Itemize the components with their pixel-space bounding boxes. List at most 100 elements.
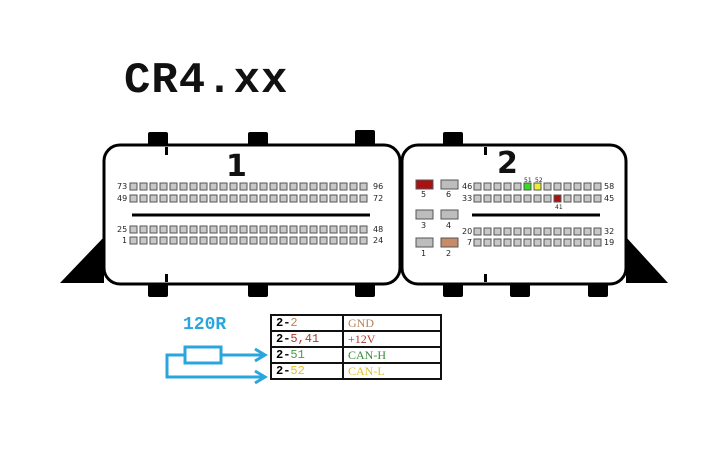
connector-2-pin bbox=[503, 227, 512, 236]
connector-1-pin bbox=[319, 194, 328, 203]
pin-cell: 2-52 bbox=[270, 362, 344, 380]
c2-row4-right: 19 bbox=[604, 238, 614, 247]
connector-1-pin bbox=[279, 182, 288, 191]
connector-1-pin bbox=[329, 225, 338, 234]
connector-1-pin bbox=[339, 194, 348, 203]
connector-2-pin bbox=[563, 182, 572, 191]
connector-1-pin bbox=[169, 225, 178, 234]
connector-2-pin bbox=[543, 194, 552, 203]
connector-2-pin bbox=[553, 227, 562, 236]
connector-1-pin bbox=[229, 182, 238, 191]
connector-2-pin bbox=[543, 238, 552, 247]
c1-row3-right: 48 bbox=[373, 225, 383, 234]
connector-1-pin bbox=[189, 182, 198, 191]
c2-row3-right: 32 bbox=[604, 227, 614, 236]
large-pin-4-label: 4 bbox=[446, 221, 451, 230]
connector-2-pin bbox=[583, 227, 592, 236]
large-pin-4 bbox=[440, 209, 459, 220]
connector-1-pin bbox=[309, 236, 318, 245]
connector-2-pin bbox=[493, 194, 502, 203]
connector-1-pin bbox=[269, 182, 278, 191]
connector-1-pin bbox=[249, 236, 258, 245]
connector-2-pin bbox=[483, 227, 492, 236]
pin-prefix: 2- bbox=[276, 364, 291, 378]
connector-1-pin bbox=[299, 225, 308, 234]
connector-1-pin bbox=[309, 194, 318, 203]
connector-2-pin bbox=[513, 194, 522, 203]
connector-2-pin bbox=[513, 182, 522, 191]
connector-1-pin bbox=[189, 236, 198, 245]
pin-51-label: 51 bbox=[524, 177, 532, 184]
c2-row2-left: 33 bbox=[462, 194, 472, 203]
connector-2-pin bbox=[473, 194, 482, 203]
signal-cell: GND bbox=[342, 314, 442, 332]
large-pin-2 bbox=[440, 237, 459, 248]
connector-1-pin bbox=[169, 194, 178, 203]
c1-row2-left: 49 bbox=[117, 194, 127, 203]
page-title: CR4.xx bbox=[124, 56, 289, 106]
connector-2-pin bbox=[523, 194, 532, 203]
connector-2-pin bbox=[513, 238, 522, 247]
pin-number: 51 bbox=[290, 348, 305, 362]
connector-1-pin bbox=[279, 225, 288, 234]
connector-1-pin bbox=[339, 182, 348, 191]
connector-2-pin bbox=[563, 238, 572, 247]
pin-cell: 2-5,41 bbox=[270, 330, 344, 348]
resistor-label: 120R bbox=[183, 315, 227, 335]
connector-2-pin bbox=[593, 238, 602, 247]
connector-2-pin bbox=[533, 227, 542, 236]
connector-1-pin bbox=[139, 194, 148, 203]
connector-1-pin bbox=[199, 236, 208, 245]
c2-row1-left: 46 bbox=[462, 182, 472, 191]
connector-1-pin bbox=[259, 194, 268, 203]
connector-1-pin bbox=[289, 182, 298, 191]
connector-1-pin bbox=[249, 182, 258, 191]
connector-1-pin bbox=[349, 236, 358, 245]
connector-1-pin bbox=[219, 182, 228, 191]
large-pin-5-label: 5 bbox=[421, 190, 426, 199]
connector-1-pin bbox=[279, 194, 288, 203]
highlighted-pin-52 bbox=[533, 182, 542, 191]
connector-1-pin bbox=[239, 194, 248, 203]
connector-1-pin bbox=[159, 225, 168, 234]
connector-1-pin bbox=[229, 194, 238, 203]
connector-1-pin bbox=[219, 225, 228, 234]
connector-2-tabs bbox=[443, 132, 608, 297]
connector-2-pin bbox=[473, 227, 482, 236]
pin-grid bbox=[129, 179, 602, 248]
connector-2-pin bbox=[583, 182, 592, 191]
connector-1-pin bbox=[229, 225, 238, 234]
connector-1-pin bbox=[309, 225, 318, 234]
connector-2-pin bbox=[533, 238, 542, 247]
connector-1-pin bbox=[189, 225, 198, 234]
pin-prefix: 2- bbox=[276, 332, 291, 346]
c1-row1-right: 96 bbox=[373, 182, 383, 191]
connector-1-pin bbox=[359, 225, 368, 234]
connector-1-pin bbox=[249, 225, 258, 234]
connector-2-pin bbox=[593, 227, 602, 236]
connector-1-pin bbox=[139, 236, 148, 245]
pin-number: 52 bbox=[290, 364, 305, 378]
c2-row4-left: 7 bbox=[467, 238, 472, 247]
c1-row1-left: 73 bbox=[117, 182, 127, 191]
connector-2-pin bbox=[553, 238, 562, 247]
connector-2-pin bbox=[513, 227, 522, 236]
pin-number: 2 bbox=[290, 316, 298, 330]
connector-1-pin bbox=[349, 182, 358, 191]
connector-2-pin bbox=[573, 238, 582, 247]
connector-1-pin bbox=[259, 225, 268, 234]
pin-cell: 2-2 bbox=[270, 314, 344, 332]
c2-row3-left: 20 bbox=[462, 227, 472, 236]
connector-1-pin bbox=[149, 182, 158, 191]
connector-2-pin bbox=[583, 194, 592, 203]
connector-1-tabs bbox=[148, 130, 375, 297]
connector-2-pin bbox=[483, 238, 492, 247]
connector-1-pin bbox=[289, 225, 298, 234]
connector-2-pin bbox=[563, 227, 572, 236]
connector-2-pin bbox=[493, 182, 502, 191]
connector-1-pin bbox=[259, 236, 268, 245]
